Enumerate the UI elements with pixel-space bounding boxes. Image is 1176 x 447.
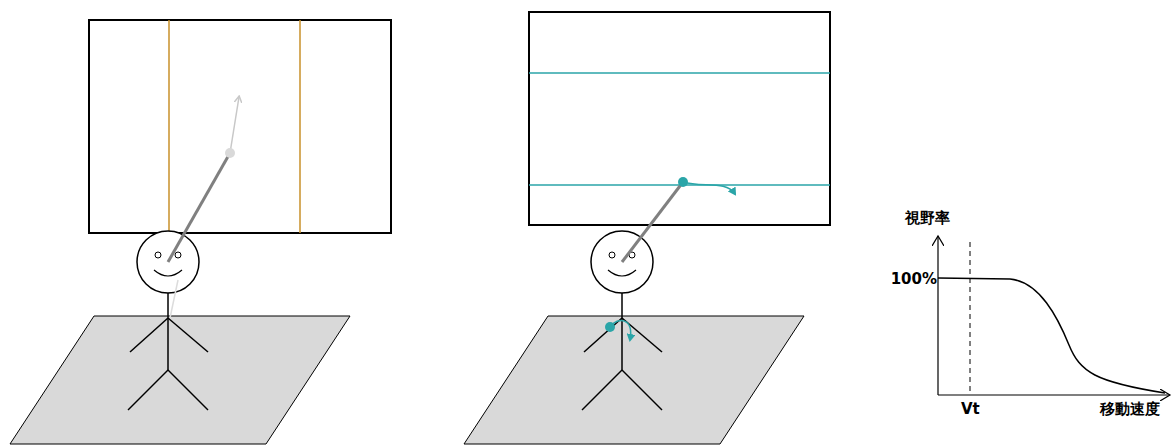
figure-mouth [608, 270, 636, 276]
figure-eye [155, 252, 161, 258]
figure-leg [128, 370, 168, 410]
motion-arrow [230, 97, 239, 153]
axis-label: 視野率 [905, 209, 950, 227]
tick-label: 100% [891, 270, 937, 288]
figure-eye [609, 252, 615, 258]
boundary-line [299, 20, 301, 233]
figure-leg [168, 370, 208, 410]
motion-trace [170, 280, 178, 318]
threshold-line [970, 242, 971, 395]
boundary-line [529, 72, 830, 74]
screen [529, 12, 830, 225]
screen [89, 20, 391, 233]
hand-dot [605, 322, 615, 332]
pointer-ray [168, 153, 230, 262]
curve [938, 278, 1165, 393]
figure-leg [622, 370, 662, 410]
figure-arm [168, 318, 208, 352]
pointer-dot [225, 148, 235, 158]
figure-mouth [154, 270, 182, 276]
figure-arm [130, 318, 168, 352]
axis-label: 移動速度 [1100, 400, 1160, 418]
x-axis [938, 394, 1170, 395]
figure-leg [582, 370, 622, 410]
floor [10, 316, 350, 444]
figure-eye [175, 252, 181, 258]
boundary-line [168, 20, 170, 233]
figure-body [167, 293, 169, 370]
pointer-ray [622, 182, 683, 262]
y-axis [937, 236, 938, 395]
figure-arm [584, 318, 622, 352]
floor [464, 316, 804, 444]
tick-label: Vt [961, 400, 980, 418]
motion-arrow [683, 182, 735, 194]
pointer-dot [678, 177, 688, 187]
figure-body [621, 293, 623, 370]
